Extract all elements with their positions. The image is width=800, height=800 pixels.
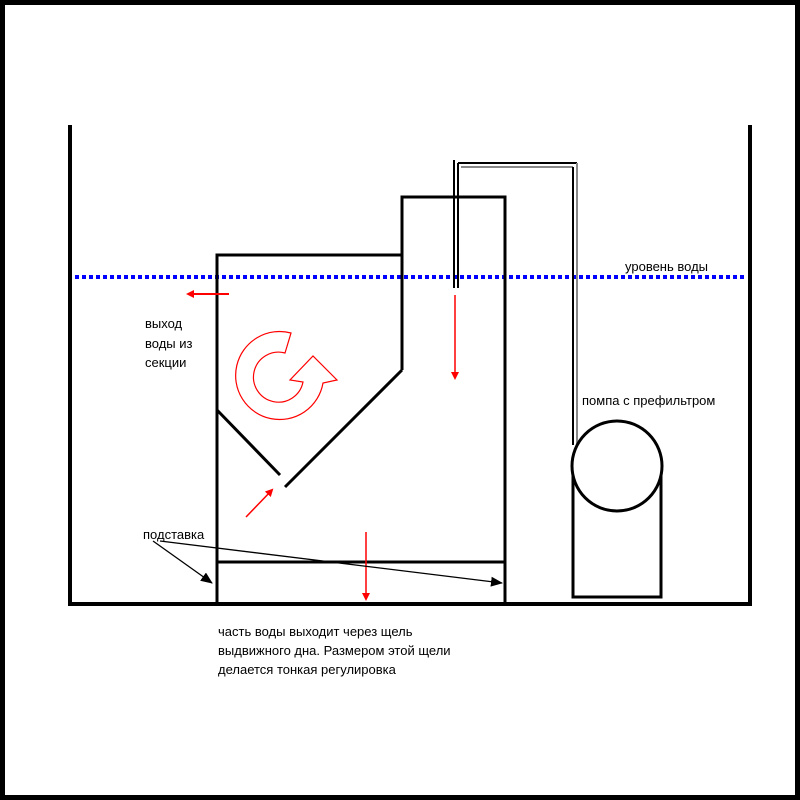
diagonal-arrow — [245, 488, 274, 518]
outlet-label-line-2: воды из — [145, 336, 193, 351]
note-line-3: делается тонкая регулировка — [218, 662, 397, 677]
flow-arrows — [186, 290, 459, 601]
outlet-label-line-1: выход — [145, 316, 183, 331]
pump — [570, 419, 664, 599]
pump-label: помпа с префильтром — [582, 393, 715, 408]
tank — [68, 125, 752, 606]
rotation-arrow-icon — [235, 330, 339, 421]
outlet-label-line-3: секции — [145, 355, 186, 370]
stand-label: подставка — [143, 527, 205, 542]
water-level-label: уровень воды — [625, 259, 708, 274]
stand-pointers — [152, 540, 503, 587]
note-line-1: часть воды выходит через щель — [218, 624, 413, 639]
aquarium-sump-diagram: уровень воды выход воды из секции помпа … — [68, 125, 752, 677]
note-line-2: выдвижного дна. Размером этой щели — [218, 643, 451, 658]
diagram-canvas: уровень воды выход воды из секции помпа … — [5, 5, 795, 795]
pump-pipe — [453, 160, 578, 445]
filter-section — [215, 195, 507, 603]
